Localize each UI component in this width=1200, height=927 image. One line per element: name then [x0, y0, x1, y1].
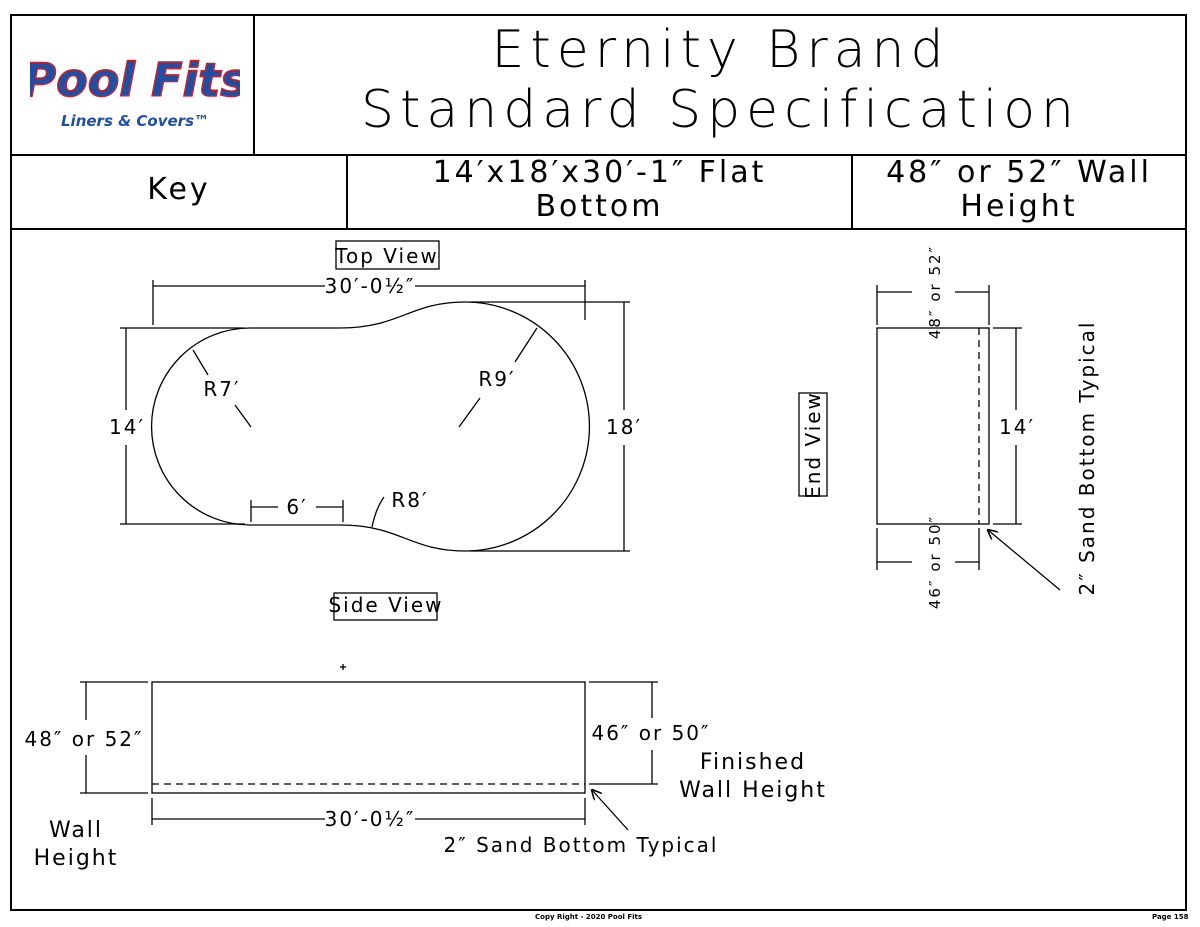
logo-sub-text: Liners & Covers™ [61, 112, 209, 130]
top-width-left-text: 14′ [109, 415, 145, 439]
end-view-label: End View [801, 391, 825, 499]
side-view-outline [151, 681, 586, 794]
pool-size-line-2: Bottom [535, 189, 664, 224]
radius-left-text: R7′ [203, 377, 240, 401]
end-top-dim-text: 48″ or 52″ [926, 245, 944, 339]
side-view-label-box [333, 592, 438, 621]
page-title: Eternity Brand Standard Specification [256, 20, 1185, 140]
radius-right-text: R9′ [478, 367, 515, 391]
wall-height-line-2: Height [960, 189, 1078, 224]
info-divider-1 [346, 154, 348, 229]
radius-bottom-text: R8′ [391, 488, 428, 512]
top-view-label: Top View [334, 244, 439, 268]
title-line-2: Standard Specification [361, 80, 1080, 140]
header-divider-horizontal [10, 154, 1187, 156]
pool-outline-top-view [150, 301, 591, 552]
wall-height-line-b: Height [34, 846, 119, 871]
finished-line-1: Finished [700, 750, 806, 775]
top-view-label-box [335, 240, 440, 270]
r9-leader-outer [514, 327, 538, 363]
title-line-1: Eternity Brand [491, 20, 950, 80]
side-length-text: 30′-0½″ [325, 807, 416, 831]
end-bottom-dim-text: 46″ or 50″ [926, 515, 944, 609]
straight-text: 6′ [286, 495, 307, 519]
header-divider-vertical [253, 14, 255, 155]
info-row-divider [10, 228, 1187, 230]
end-view-outline [876, 327, 990, 525]
copyright-text: Copy Right - 2020 Pool Fits [535, 913, 643, 921]
end-view-label-box [798, 392, 828, 497]
key-label: Key [147, 172, 211, 207]
side-right-dim-text: 46″ or 50″ [591, 721, 710, 745]
info-divider-2 [851, 154, 853, 229]
top-width-right-text: 18′ [606, 415, 642, 439]
wall-height-line-a: Wall [49, 818, 103, 843]
r7-leader-outer [192, 349, 209, 376]
side-left-dim-text: 48″ or 52″ [24, 727, 143, 751]
side-view-label: Side View [328, 593, 443, 617]
r7-leader-inner [234, 404, 252, 428]
r8-leader [371, 496, 385, 528]
end-sand-note: 2″ Sand Bottom Typical [1075, 321, 1099, 596]
end-width-text: 14′ [999, 415, 1035, 439]
top-length-text: 30′-0½″ [325, 274, 416, 298]
side-sand-leader [592, 790, 629, 831]
drawing-frame [10, 14, 1187, 911]
side-sand-note: 2″ Sand Bottom Typical [444, 833, 719, 857]
logo-main-text: Pool Fits [30, 53, 240, 107]
brand-logo: Pool Fits Liners & Covers™ [22, 26, 249, 141]
pool-size: 14′x18′x30′-1″ Flat Bottom [348, 156, 851, 224]
wall-height-spec: 48″ or 52″ Wall Height [853, 156, 1185, 224]
wall-height-line-1: 48″ or 52″ Wall [886, 155, 1152, 190]
finished-line-2: Wall Height [679, 778, 827, 803]
r9-leader-inner [458, 397, 481, 428]
page-number: Page 158 [1152, 913, 1189, 921]
pool-size-line-1: 14′x18′x30′-1″ Flat [432, 155, 767, 190]
end-sand-leader [988, 530, 1061, 591]
